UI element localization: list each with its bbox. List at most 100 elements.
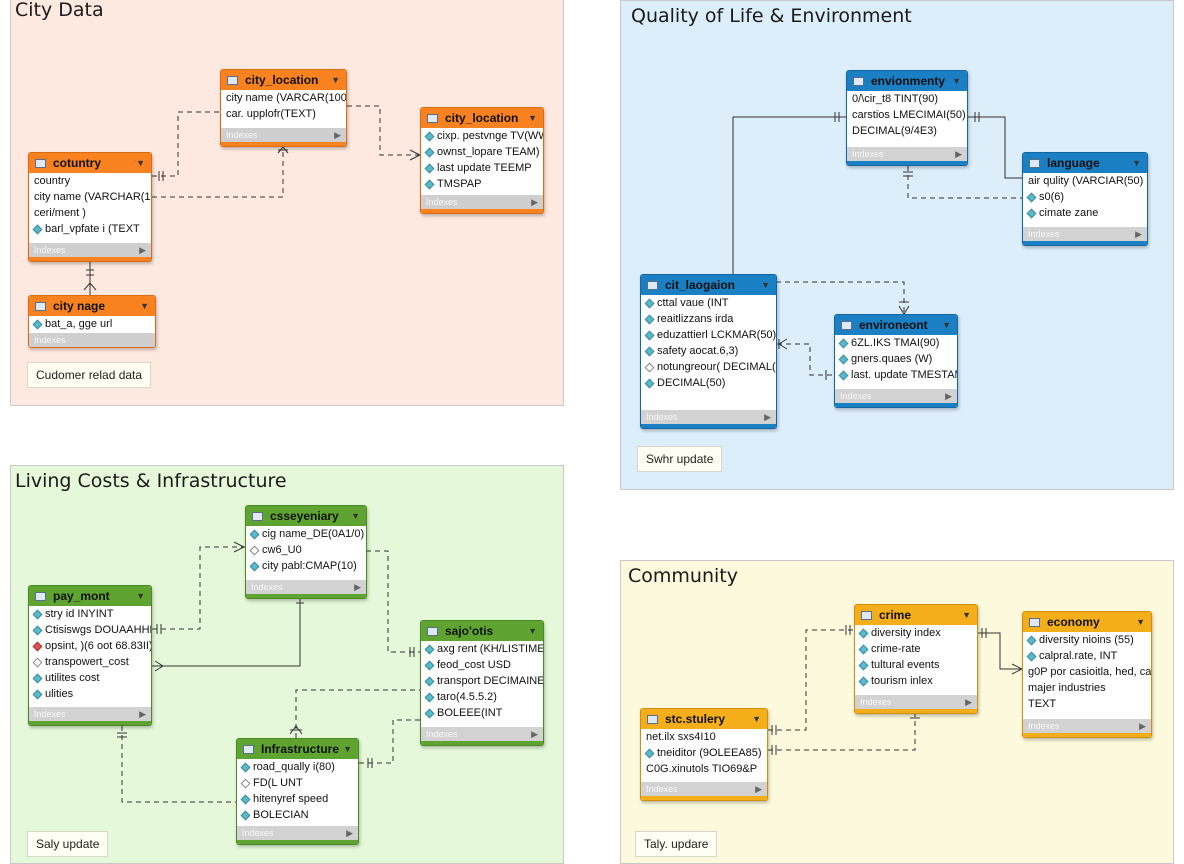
- column-row[interactable]: tourism inlex: [855, 673, 977, 689]
- column-row[interactable]: transpowert_cost: [29, 654, 151, 670]
- column-row[interactable]: FD(L UNT: [237, 775, 358, 791]
- dropdown-arrow-icon[interactable]: ▼: [528, 626, 537, 636]
- column-row[interactable]: city pabl:CMAP(10): [246, 558, 366, 574]
- dropdown-arrow-icon[interactable]: ▼: [136, 591, 145, 601]
- table-country[interactable]: cotuntry ▼ country city name (VARCHAR(10…: [28, 152, 152, 262]
- dropdown-arrow-icon[interactable]: ▼: [136, 158, 145, 168]
- indexes-footer[interactable]: Indexes: [29, 333, 155, 347]
- column-row[interactable]: carstios LMECIMAI(50): [847, 107, 967, 123]
- column-row[interactable]: last update TEEMP: [421, 160, 543, 176]
- expand-arrow-icon[interactable]: ▶: [1135, 228, 1142, 239]
- column-row[interactable]: bat_a, gge url: [29, 316, 155, 332]
- column-row[interactable]: tultural events: [855, 657, 977, 673]
- column-row[interactable]: TEXT: [1023, 696, 1151, 712]
- expand-arrow-icon[interactable]: ▶: [1139, 720, 1146, 731]
- column-row[interactable]: DECIMAL(50): [641, 375, 776, 391]
- expand-arrow-icon[interactable]: ▶: [531, 728, 538, 739]
- indexes-footer[interactable]: Indexes▶: [641, 410, 776, 424]
- dropdown-arrow-icon[interactable]: ▼: [1132, 158, 1141, 168]
- indexes-footer[interactable]: Indexes▶: [221, 128, 346, 142]
- column-row[interactable]: transport DECIMAINE: [421, 673, 543, 689]
- column-row[interactable]: utilites cost: [29, 670, 151, 686]
- column-row[interactable]: cig name_DE(0A1/0): [246, 526, 366, 542]
- dropdown-arrow-icon[interactable]: ▼: [761, 280, 770, 290]
- indexes-footer[interactable]: Indexes▶: [641, 782, 767, 796]
- dropdown-arrow-icon[interactable]: ▼: [1136, 617, 1145, 627]
- indexes-footer[interactable]: Indexes▶: [246, 580, 366, 594]
- expand-arrow-icon[interactable]: ▶: [764, 411, 771, 422]
- column-row[interactable]: feod_cost USD: [421, 657, 543, 673]
- table-header[interactable]: cotuntry ▼: [29, 153, 151, 173]
- dropdown-arrow-icon[interactable]: ▼: [343, 744, 352, 754]
- column-row[interactable]: reaitlizzans irda: [641, 311, 776, 327]
- column-row[interactable]: cttal vaue (INT: [641, 295, 776, 311]
- indexes-footer[interactable]: Indexes▶: [421, 195, 543, 209]
- indexes-footer[interactable]: Indexes▶: [855, 695, 977, 709]
- table-cost-category[interactable]: csseyeniary ▼ cig name_DE(0A1/0) cw6_U0 …: [245, 505, 367, 599]
- expand-arrow-icon[interactable]: ▶: [346, 827, 353, 838]
- dropdown-arrow-icon[interactable]: ▼: [140, 301, 149, 311]
- dropdown-arrow-icon[interactable]: ▼: [752, 714, 761, 724]
- column-row[interactable]: g0P por casioitla, hed, ca: [1023, 664, 1151, 680]
- table-city-location[interactable]: city_location ▼ city name (VARCAR(100) c…: [220, 69, 347, 147]
- table-header[interactable]: city_location ▼: [421, 108, 543, 128]
- indexes-footer[interactable]: Indexes▶: [847, 147, 967, 161]
- column-row[interactable]: 6ZL.IKS TMAI(90): [835, 335, 957, 351]
- table-header[interactable]: csseyeniary ▼: [246, 506, 366, 526]
- table-sbj-otis[interactable]: sajo'otis ▼ axg rent (KH/LISTIME feod_co…: [420, 620, 544, 746]
- column-row[interactable]: TMSPAP: [421, 176, 543, 192]
- expand-arrow-icon[interactable]: ▶: [955, 148, 962, 159]
- dropdown-arrow-icon[interactable]: ▼: [528, 113, 537, 123]
- dropdown-arrow-icon[interactable]: ▼: [351, 511, 360, 521]
- expand-arrow-icon[interactable]: ▶: [945, 390, 952, 401]
- column-row[interactable]: axg rent (KH/LISTIME: [421, 641, 543, 657]
- column-row[interactable]: car. upplofr(TEXT): [221, 106, 346, 122]
- indexes-footer[interactable]: Indexes▶: [29, 707, 151, 721]
- column-row[interactable]: cw6_U0: [246, 542, 366, 558]
- column-row[interactable]: C0G.xinutols TIO69&P: [641, 761, 767, 777]
- column-row[interactable]: city name (VARCHAR(100): [29, 189, 151, 205]
- column-row[interactable]: majer industries: [1023, 680, 1151, 696]
- table-header[interactable]: economy ▼: [1023, 612, 1151, 632]
- table-header[interactable]: language ▼: [1023, 153, 1147, 173]
- column-row[interactable]: diversity nioins (55): [1023, 632, 1151, 648]
- table-city-image[interactable]: city nage ▼ bat_a, gge url Indexes: [28, 295, 156, 348]
- expand-arrow-icon[interactable]: ▶: [965, 696, 972, 707]
- indexes-footer[interactable]: Indexes▶: [237, 826, 358, 840]
- table-header[interactable]: city_location ▼: [221, 70, 346, 90]
- column-row[interactable]: hitenyref speed: [237, 791, 358, 807]
- column-row[interactable]: diversity index: [855, 625, 977, 641]
- column-row[interactable]: country: [29, 173, 151, 189]
- dropdown-arrow-icon[interactable]: ▼: [331, 75, 340, 85]
- column-row[interactable]: cimate zane: [1023, 205, 1147, 221]
- table-header[interactable]: envionmenty ▼: [847, 71, 967, 91]
- expand-arrow-icon[interactable]: ▶: [354, 581, 361, 592]
- dropdown-arrow-icon[interactable]: ▼: [942, 320, 951, 330]
- expand-arrow-icon[interactable]: ▶: [531, 196, 538, 207]
- table-header[interactable]: Infrastructure ▼: [237, 739, 358, 759]
- column-row[interactable]: cixp. pestvnge TV(WW9): [421, 128, 543, 144]
- expand-arrow-icon[interactable]: ▶: [139, 708, 146, 719]
- indexes-footer[interactable]: Indexes▶: [835, 389, 957, 403]
- table-header[interactable]: cit_laogaion ▼: [641, 275, 776, 295]
- indexes-footer[interactable]: Indexes▶: [1023, 719, 1151, 733]
- table-crime[interactable]: crime ▼ diversity index crime-rate tultu…: [854, 604, 978, 714]
- column-row[interactable]: calpral.rate, INT: [1023, 648, 1151, 664]
- table-stc-stulery[interactable]: stc.stulery ▼ net.ilx sxs4I10 tneiditor …: [640, 708, 768, 801]
- table-payment[interactable]: pay_mont ▼ stry id INYINT Ctisiswgs DOUA…: [28, 585, 152, 726]
- column-row[interactable]: BOLECIAN: [237, 807, 358, 823]
- table-header[interactable]: pay_mont ▼: [29, 586, 151, 606]
- table-header[interactable]: stc.stulery ▼: [641, 709, 767, 729]
- table-header[interactable]: sajo'otis ▼: [421, 621, 543, 641]
- table-city-location[interactable]: city_location ▼ cixp. pestvnge TV(WW9) o…: [420, 107, 544, 214]
- column-row[interactable]: opsint, )(6 oot 68.83II): [29, 638, 151, 654]
- expand-arrow-icon[interactable]: ▶: [755, 783, 762, 794]
- table-infrastructure[interactable]: Infrastructure ▼ road_qually i(80) FD(L …: [236, 738, 359, 845]
- table-environment[interactable]: environeont ▼ 6ZL.IKS TMAI(90) gners.qua…: [834, 314, 958, 408]
- indexes-footer[interactable]: Indexes▶: [1023, 227, 1147, 241]
- column-row[interactable]: gners.quaes (W): [835, 351, 957, 367]
- column-row[interactable]: s0(6): [1023, 189, 1147, 205]
- column-row[interactable]: ulities: [29, 686, 151, 702]
- column-row[interactable]: net.ilx sxs4I10: [641, 729, 767, 745]
- column-row[interactable]: 0/\cir_t8 TINT(90): [847, 91, 967, 107]
